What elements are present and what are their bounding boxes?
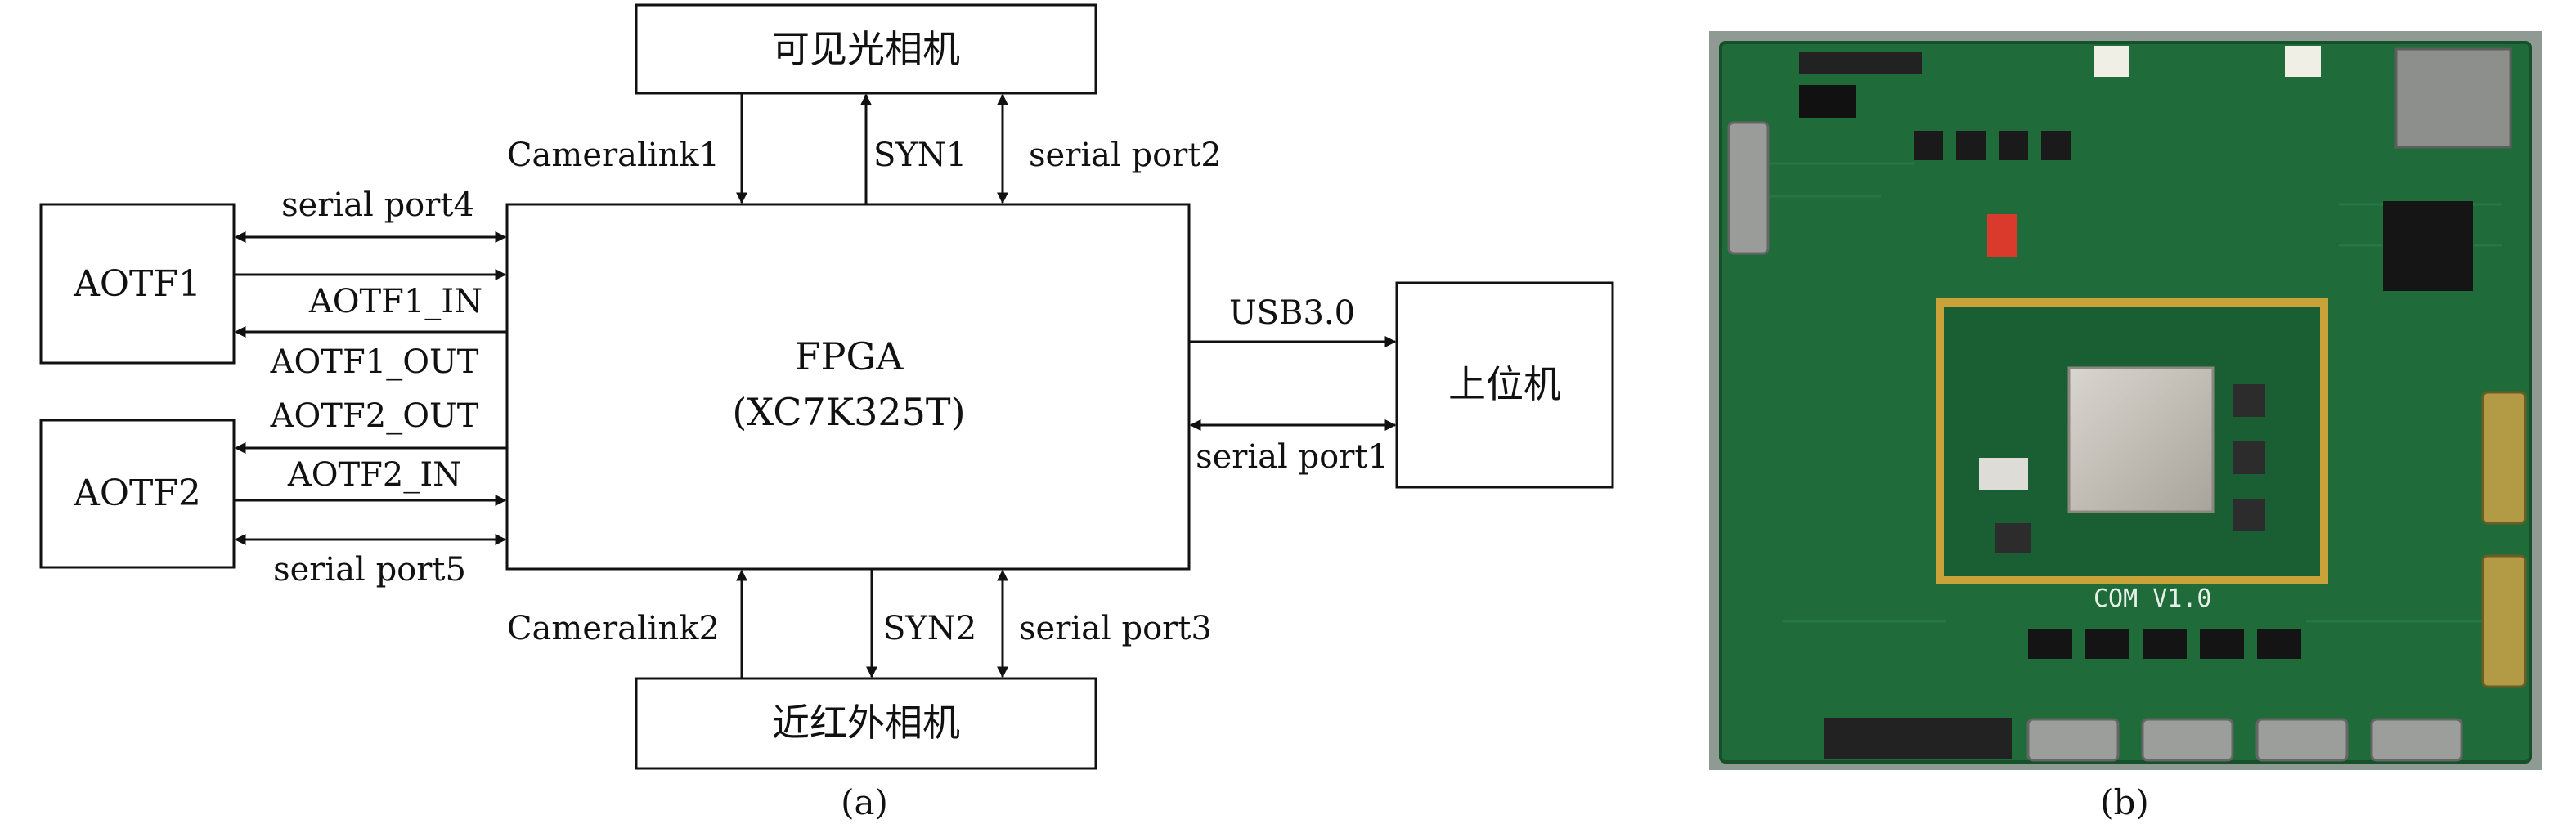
db-connector-right-2 [2481, 554, 2527, 688]
bottom-db-2 [2141, 718, 2234, 762]
fpga-block: FPGA (XC7K325T) [505, 203, 1191, 571]
db-connector-left [1727, 121, 1770, 255]
optocoupler-row [2028, 629, 2301, 659]
aotf1-block: AOTF1 [39, 203, 236, 365]
white-connector-2 [2285, 46, 2321, 77]
dip-switch [1987, 214, 2017, 257]
aotf1-in-label: AOTF1_IN [308, 283, 482, 320]
bottom-db-4 [2370, 718, 2463, 762]
host-block: 上位机 [1395, 281, 1614, 489]
visible-camera-block: 可见光相机 [635, 3, 1097, 95]
push-buttons [1914, 131, 2071, 160]
qr-label [1979, 458, 2028, 490]
serial-port5-label: serial port5 [273, 551, 466, 589]
db-connector-right-1 [2481, 391, 2527, 525]
nir-camera-block: 近红外相机 [635, 677, 1097, 770]
visible-camera-label: 可见光相机 [772, 27, 960, 71]
white-connector-1 [2094, 46, 2129, 77]
board-silkscreen: COM V1.0 [2094, 584, 2212, 613]
fpga-model-label: (XC7K325T) [732, 390, 965, 434]
som-small-ics [1995, 384, 2265, 553]
cameralink2-label: Cameralink2 [507, 610, 720, 647]
host-label: 上位机 [1448, 362, 1561, 406]
nir-camera-label: 近红外相机 [772, 701, 960, 745]
pin-header [1799, 52, 1922, 74]
serial-port2-label: serial port2 [1029, 137, 1222, 174]
aotf2-in-label: AOTF2_IN [287, 456, 461, 494]
aotf2-out-label: AOTF2_OUT [270, 397, 479, 435]
syn2-label: SYN2 [883, 610, 976, 647]
ic-top-left [1799, 85, 1856, 118]
aotf2-block: AOTF2 [39, 419, 236, 569]
cameralink1-label: Cameralink1 [507, 137, 720, 174]
qfp-chip [2383, 201, 2473, 291]
pcb-photo: COM V1.0 (b) [1709, 31, 2542, 822]
bottom-header [1824, 718, 2012, 759]
caption-a: (a) [841, 782, 888, 822]
fpga-label: FPGA [795, 334, 904, 378]
rj45-connector [2394, 47, 2512, 149]
serial-port1-label: serial port1 [1196, 438, 1389, 476]
serial-port4-label: serial port4 [281, 186, 474, 224]
aotf1-label: AOTF1 [73, 263, 201, 305]
bottom-db-3 [2255, 718, 2349, 762]
bottom-db-1 [2026, 718, 2120, 762]
caption-b: (b) [2100, 782, 2149, 822]
block-diagram: 可见光相机 FPGA (XC7K325T) 上位机 AOTF1 AOTF2 近红… [39, 3, 1614, 822]
fpga-chip [2067, 366, 2215, 513]
syn1-label: SYN1 [873, 137, 967, 174]
aotf1-out-label: AOTF1_OUT [270, 343, 479, 381]
usb30-label: USB3.0 [1229, 294, 1355, 332]
aotf2-label: AOTF2 [73, 472, 201, 514]
serial-port3-label: serial port3 [1019, 610, 1212, 647]
